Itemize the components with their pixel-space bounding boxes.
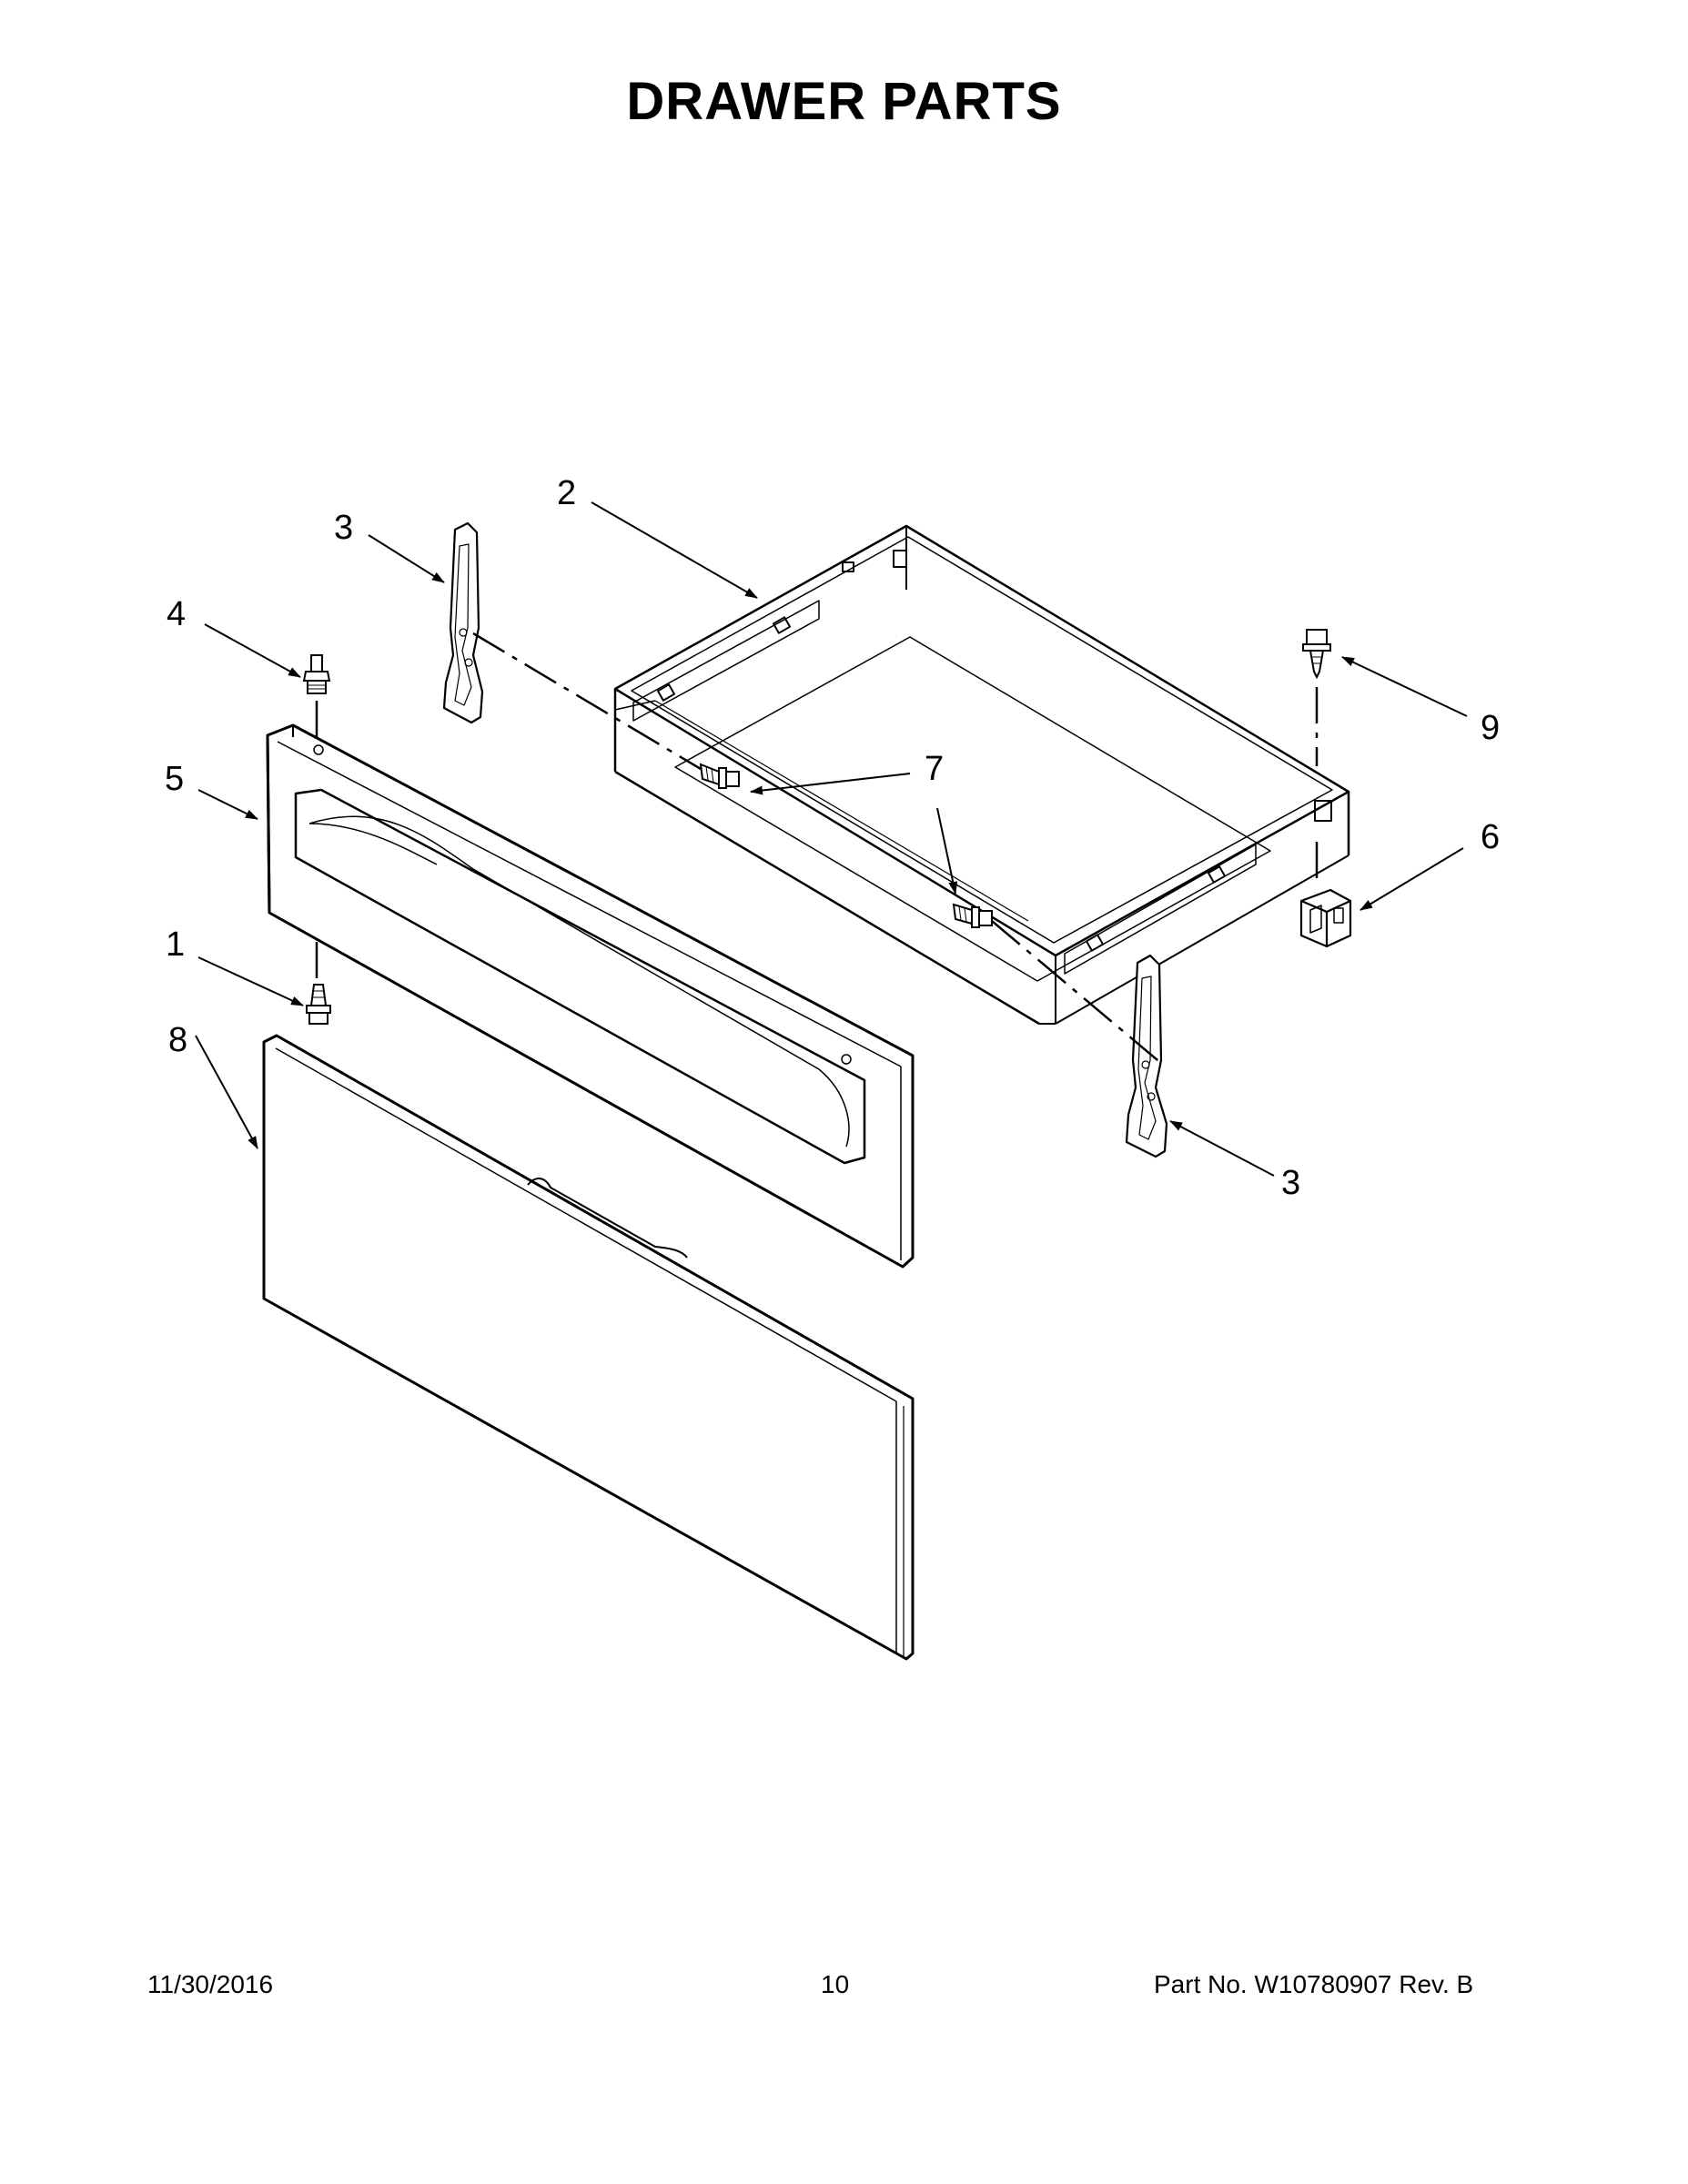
footer-part-number: Part No. W10780907 Rev. B [1154, 1970, 1474, 1998]
callout-1: 1 [166, 925, 185, 964]
drawer-front-panel [266, 723, 915, 1269]
callout-3-upper: 3 [334, 509, 353, 547]
drawer-outer-panel [262, 1034, 915, 1661]
callout-7: 7 [925, 750, 944, 788]
slide-bracket-left [442, 521, 484, 724]
footer-page-number: 10 [821, 1970, 850, 1998]
screw-part-1 [306, 984, 331, 1025]
assembly-lines [315, 632, 1319, 1066]
callout-4: 4 [167, 595, 186, 633]
callout-2: 2 [557, 474, 576, 512]
footer-date: 11/30/2016 [147, 1970, 274, 1998]
screw-part-7-lower [952, 903, 993, 928]
drawer-box [613, 524, 1350, 1026]
leader-arrows [195, 501, 1468, 1177]
screw-part-7-upper [699, 763, 740, 789]
clip-part-6 [1299, 888, 1352, 948]
callout-5: 5 [165, 760, 184, 798]
callout-8: 8 [168, 1021, 187, 1059]
stud-part-4 [302, 654, 331, 694]
callout-3-lower: 3 [1281, 1164, 1300, 1202]
screw-part-9 [1302, 629, 1331, 680]
slide-bracket-right [1125, 954, 1168, 1158]
callout-6: 6 [1481, 818, 1500, 856]
callout-9: 9 [1481, 709, 1500, 747]
page-title: DRAWER PARTS [626, 72, 1062, 131]
